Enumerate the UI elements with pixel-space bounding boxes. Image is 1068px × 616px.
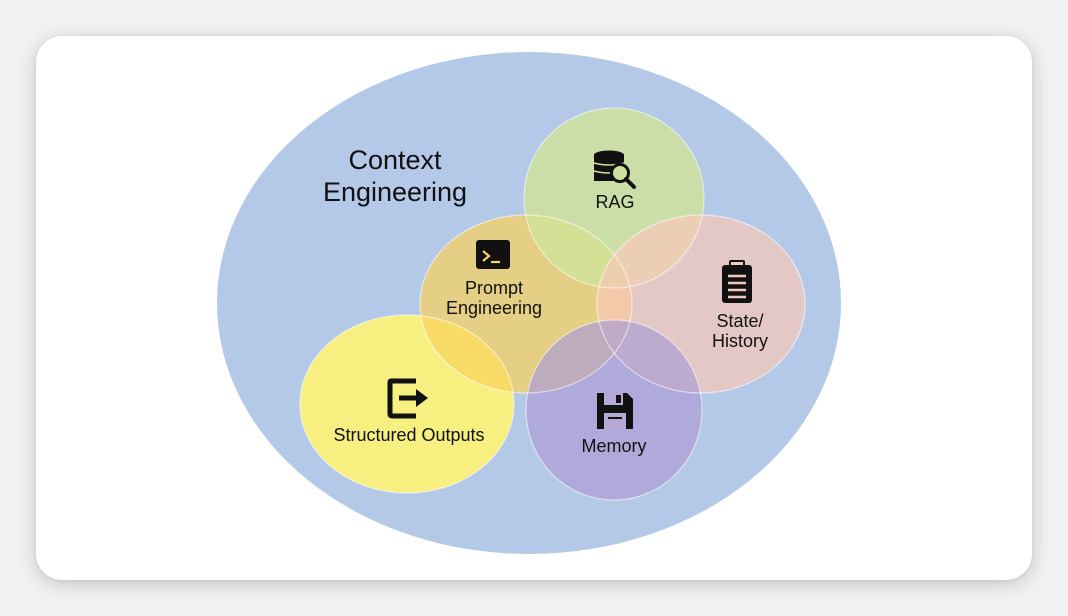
memory-label-text: Memory <box>581 436 647 456</box>
structured-label-text: Structured Outputs <box>333 425 485 445</box>
state-label-line-2: History <box>711 331 768 352</box>
terminal-icon <box>476 240 510 269</box>
prompt-engineering-label: Prompt Engineering <box>420 278 568 318</box>
state-history-label: State/ History <box>690 311 790 351</box>
clipboard-icon <box>722 260 752 303</box>
rag-label: RAG <box>560 192 670 212</box>
exit-arrow-icon <box>387 378 428 419</box>
title-line-1: Context <box>348 145 442 175</box>
diagram-title: Context Engineering <box>300 144 490 209</box>
structured-outputs-label: Structured Outputs <box>306 425 512 445</box>
memory-label: Memory <box>558 436 670 456</box>
database-search-icon <box>593 150 636 189</box>
rag-label-text: RAG <box>595 192 635 212</box>
prompt-label-line-1: Prompt <box>464 278 524 298</box>
floppy-disk-icon <box>597 393 633 429</box>
prompt-label-line-2: Engineering <box>445 298 543 319</box>
state-label-line-1: State/ <box>716 311 764 331</box>
title-line-2: Engineering <box>322 177 468 208</box>
